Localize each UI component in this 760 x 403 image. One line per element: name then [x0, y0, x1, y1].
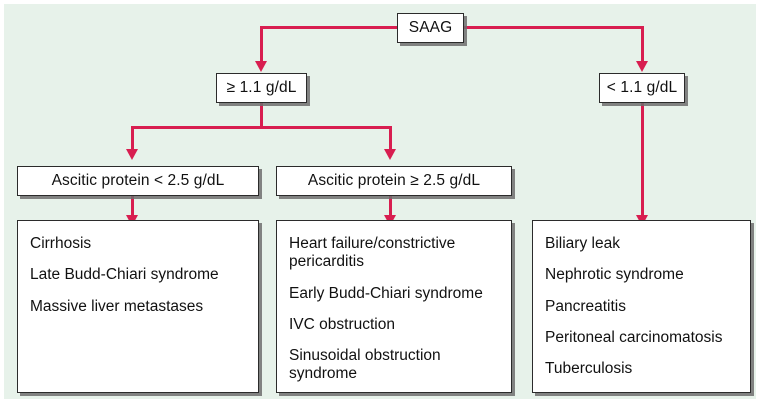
outcome-item: Cirrhosis [30, 235, 92, 252]
outcome-item: Massive liver metastases [30, 297, 204, 315]
outcome-item: Sinusoidal obstruction syndrome [289, 347, 441, 383]
outcome-item: Heart failure/constrictive pericarditis [289, 235, 456, 271]
connector-high-to-protein-low [131, 126, 134, 150]
node-low-saag[interactable]: < 1.1 g/dL [599, 73, 685, 103]
connector-low-to-outcome [641, 103, 644, 220]
node-saag-root-label: SAAG [408, 19, 453, 36]
node-high-saag[interactable]: ≥ 1.1 g/dL [216, 73, 307, 103]
node-ascitic-protein-high-label: Ascitic protein ≥ 2.5 g/dL [307, 172, 481, 189]
outcome-item: Tuberculosis [545, 360, 633, 378]
arrowhead-high-to-protein-low [126, 149, 138, 160]
outcome-item: IVC obstruction [289, 315, 395, 333]
node-outcome-protein-low[interactable]: Cirrhosis Late Budd-Chiari syndrome Mass… [17, 220, 259, 393]
node-outcome-protein-high[interactable]: Heart failure/constrictive pericarditis … [276, 220, 512, 393]
node-low-saag-label: < 1.1 g/dL [606, 79, 678, 96]
outcome-item: Nephrotic syndrome [545, 266, 684, 284]
node-ascitic-protein-low[interactable]: Ascitic protein < 2.5 g/dL [17, 166, 259, 196]
node-ascitic-protein-low-label: Ascitic protein < 2.5 g/dL [51, 172, 225, 189]
outcome-item: Pancreatitis [545, 297, 626, 315]
connector-saag-to-high [260, 26, 263, 62]
connector-saag-spine-left [260, 26, 399, 29]
arrowhead-saag-to-low [636, 61, 648, 72]
connector-saag-to-low [641, 26, 644, 62]
arrowhead-high-to-protein-high [384, 149, 396, 160]
connector-saag-spine-right [463, 26, 643, 29]
connector-protein-low-to-outcome [131, 196, 134, 220]
outcome-item: Late Budd-Chiari syndrome [30, 266, 219, 284]
node-outcome-low-saag[interactable]: Biliary leak Nephrotic syndrome Pancreat… [532, 220, 751, 393]
connector-high-bar [131, 126, 391, 129]
outcome-item: Early Budd-Chiari syndrome [289, 284, 483, 302]
connector-high-stem [260, 103, 263, 129]
node-saag-root[interactable]: SAAG [397, 13, 464, 43]
arrowhead-saag-to-high [255, 61, 267, 72]
connector-protein-high-to-outcome [389, 196, 392, 220]
node-high-saag-label: ≥ 1.1 g/dL [226, 79, 297, 96]
outcome-item: Peritoneal carcinomatosis [545, 328, 723, 346]
outcome-item: Biliary leak [545, 235, 620, 252]
connector-high-to-protein-high [389, 126, 392, 150]
node-ascitic-protein-high[interactable]: Ascitic protein ≥ 2.5 g/dL [276, 166, 512, 196]
